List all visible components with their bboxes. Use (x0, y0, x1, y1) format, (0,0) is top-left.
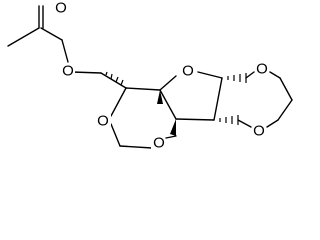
bond-ester-o-ch2 (71, 71, 102, 74)
svg-text:O: O (62, 63, 74, 80)
bond-methyl-carbonyl (7, 27, 40, 47)
bond-o-top-ch2 (279, 77, 293, 101)
bond-c1-c2 (213, 77, 223, 121)
atom-o-dioxolane-top: O (253, 60, 271, 78)
atom-o-ester: O (61, 63, 75, 80)
atom-o-dioxolane-bottom: O (250, 122, 268, 140)
bond-o-bottom-dioxane-to-c3 (165, 135, 177, 139)
bond-c2-to-o-bottom (237, 119, 252, 128)
bond-ch2-c5 (100, 72, 127, 89)
bond-o-top-to-ch2-start (269, 71, 281, 79)
bond-c4-o-furan (159, 75, 177, 91)
bond-c5-o-left (110, 87, 127, 117)
bond-o-furan-c1 (197, 71, 223, 79)
bond-c3-c4 (159, 89, 177, 120)
bond-c2-c3 (175, 118, 215, 121)
svg-text:O: O (256, 61, 268, 78)
atom-o-dioxane-bottom: O (151, 134, 167, 152)
wedge-c4 (157, 90, 163, 104)
bond-carbonyl-ester-o (40, 27, 63, 41)
svg-text:O: O (153, 135, 165, 152)
atom-o-furan: O (180, 62, 196, 80)
wedge-c3 (170, 119, 176, 136)
atom-o-dioxane-left: O (95, 112, 111, 130)
structural-formula: O O O O O O O (7, 0, 293, 152)
bond-o-left-ch2 (110, 123, 121, 147)
hashed-bond-c1-o (227, 73, 247, 83)
bond-c5-c4 (125, 87, 161, 91)
bond-ch2-o-bottom (119, 145, 153, 149)
bond-ester-o-up (61, 39, 69, 63)
svg-text:O: O (182, 63, 194, 80)
furanose-ring (159, 71, 223, 121)
hashed-bond-c2-o (219, 115, 239, 125)
dioxolane-ring (277, 77, 293, 121)
hashed-bond-c5-ch2 (105, 71, 124, 86)
acetyl-group (7, 5, 63, 47)
svg-text:O: O (55, 0, 67, 17)
bond-o-bottom-to-ch2 (266, 119, 279, 128)
svg-text:O: O (253, 123, 265, 140)
bond-ch2-o-bottom-dioxolane (277, 99, 293, 121)
atom-o-carbonyl-label: O (54, 0, 68, 17)
bond-c1-to-o-top (245, 71, 255, 79)
svg-text:O: O (97, 113, 109, 130)
dioxane-ring (110, 87, 161, 149)
